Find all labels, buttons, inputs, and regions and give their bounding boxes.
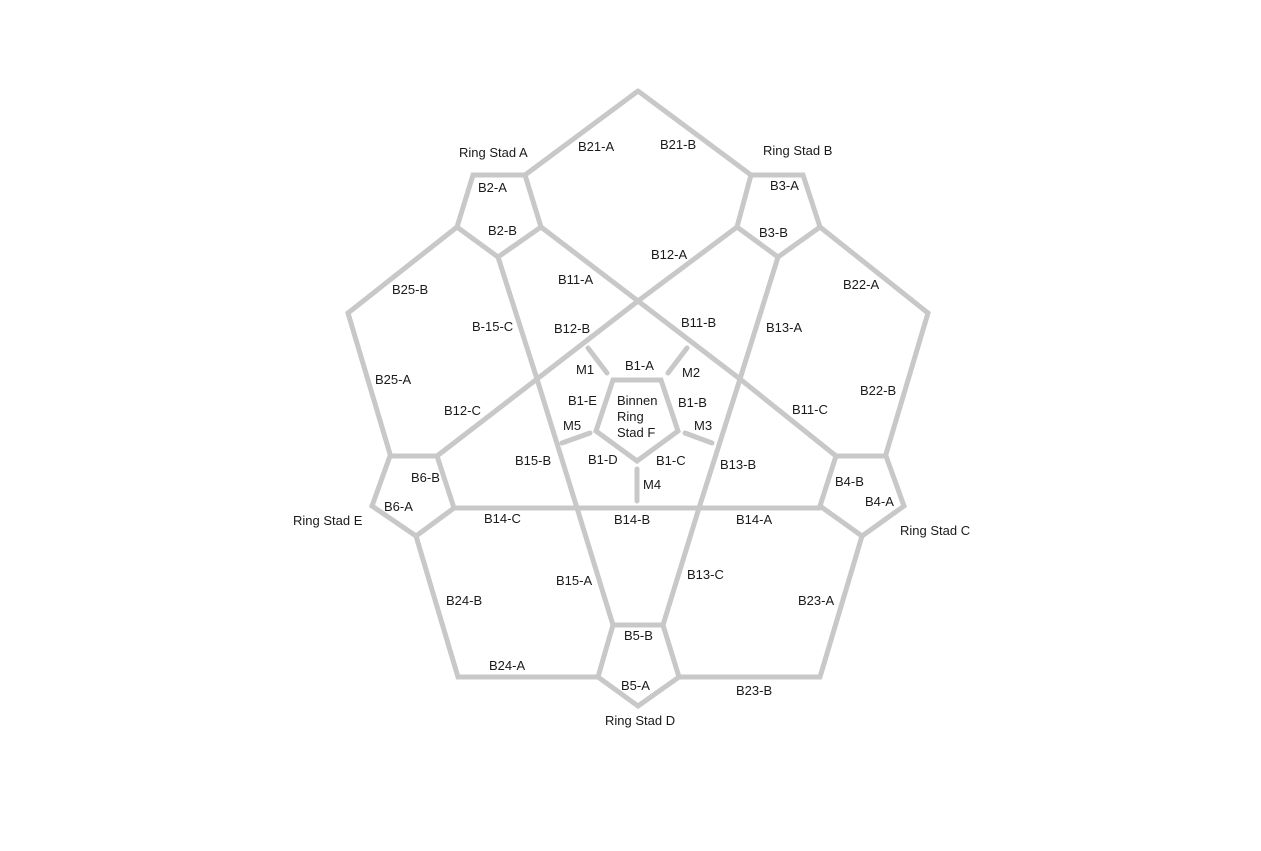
segment-labels: B21-A B21-B B2-A B2-B B3-A B3-B B12-A B1… <box>375 137 896 698</box>
segment-label: B11-B <box>681 315 716 330</box>
segment-label: B14-A <box>736 512 772 527</box>
segment-label: B4-B <box>835 474 864 489</box>
segment-label: B22-A <box>843 277 879 292</box>
segment-label: B13-A <box>766 320 802 335</box>
segment-label: B22-B <box>860 383 896 398</box>
ring-stad-c-shape <box>817 453 907 540</box>
segment-label: B11-A <box>558 272 593 287</box>
segment-label: B3-A <box>770 178 799 193</box>
segment-label: B1-A <box>625 358 654 373</box>
segment-label: B21-B <box>660 137 696 152</box>
segment-label: B3-B <box>759 225 788 240</box>
ring-stad-e-label: Ring Stad E <box>293 513 363 528</box>
segment-label: B24-B <box>446 593 482 608</box>
segment-label: B12-B <box>554 321 590 336</box>
segment-label: B1-B <box>678 395 707 410</box>
segment-label: B6-B <box>411 470 440 485</box>
segment-label: B25-A <box>375 372 411 387</box>
ring-stad-a-shape <box>454 172 544 261</box>
outer-ring-roads <box>345 88 931 680</box>
segment-label: B21-A <box>578 139 614 154</box>
segment-label: B23-B <box>736 683 772 698</box>
binnen-ring-label-line3: Stad F <box>617 425 655 440</box>
segment-label: M1 <box>576 362 594 377</box>
segment-label: B5-A <box>621 678 650 693</box>
segment-label: B24-A <box>489 658 525 673</box>
segment-label: B13-C <box>687 567 724 582</box>
segment-label: B1-E <box>568 393 597 408</box>
ring-stad-c-label: Ring Stad C <box>900 523 970 538</box>
ring-stad-e-shape <box>368 453 457 540</box>
segment-label: B12-A <box>651 247 687 262</box>
segment-label: B25-B <box>392 282 428 297</box>
segment-label: B13-B <box>720 457 756 472</box>
segment-label: B4-A <box>865 494 894 509</box>
segment-label: B11-C <box>792 402 828 417</box>
binnen-ring-stad-f-shape <box>593 377 681 465</box>
segment-label: B14-B <box>614 512 650 527</box>
middle-ring-roads <box>434 224 839 628</box>
binnen-ring-label-line1: Binnen <box>617 393 657 408</box>
ring-stad-b-shape <box>734 172 823 261</box>
m-connectors <box>559 345 715 504</box>
segment-label: M5 <box>563 418 581 433</box>
binnen-ring-label-line2: Ring <box>617 409 644 424</box>
segment-label: B2-B <box>488 223 517 238</box>
segment-label: B1-C <box>656 453 686 468</box>
segment-label: M3 <box>694 418 712 433</box>
segment-label: B-15-C <box>472 319 513 334</box>
segment-label: B15-A <box>556 573 592 588</box>
segment-label: B6-A <box>384 499 413 514</box>
segment-label: B12-C <box>444 403 481 418</box>
segment-label: M2 <box>682 365 700 380</box>
ring-stad-b-label: Ring Stad B <box>763 143 832 158</box>
segment-label: B2-A <box>478 180 507 195</box>
segment-label: M4 <box>643 477 661 492</box>
segment-label: B14-C <box>484 511 521 526</box>
segment-label: B5-B <box>624 628 653 643</box>
segment-label: B23-A <box>798 593 834 608</box>
segment-label: B1-D <box>588 452 618 467</box>
ring-stad-d-shape <box>595 622 682 710</box>
ring-stad-d-label: Ring Stad D <box>605 713 675 728</box>
segment-label: B15-B <box>515 453 551 468</box>
ring-stad-a-label: Ring Stad A <box>459 145 528 160</box>
